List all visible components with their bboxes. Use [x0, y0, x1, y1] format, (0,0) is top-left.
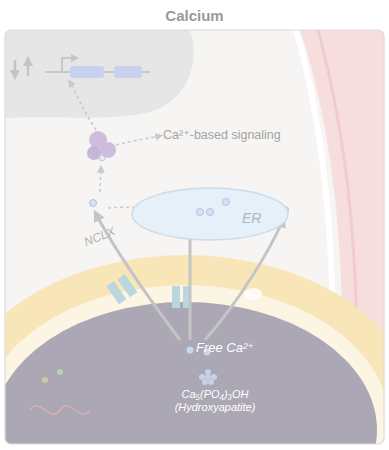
ion-label: Free Ca²⁺	[196, 340, 254, 355]
oval-outline	[130, 186, 290, 242]
panel-title: Calcium	[0, 7, 389, 24]
mineral-label: Ca₅(PO₄)₃OH (Hydroxyapatite)	[168, 388, 262, 413]
process-label: Ca²⁺-based signaling	[163, 127, 281, 142]
organelle-label: ER	[242, 210, 261, 226]
organelle-oval: ER	[130, 186, 290, 242]
